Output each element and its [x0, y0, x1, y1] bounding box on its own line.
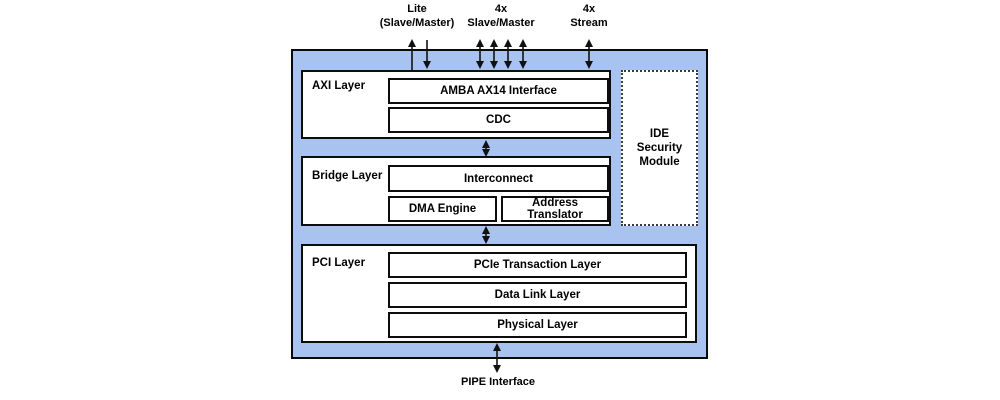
port-label-4x-stream: 4x Stream: [519, 2, 659, 30]
bridge-layer-label: Bridge Layer: [312, 170, 383, 182]
dma-engine-block: DMA Engine: [388, 196, 497, 222]
ide-line1: IDE: [649, 128, 670, 140]
ide-line3: Module: [639, 156, 680, 168]
pci-layer-label: PCI Layer: [312, 257, 366, 269]
port-4xstream-line1: 4x: [582, 3, 596, 15]
ide-line2: Security: [636, 142, 683, 154]
pipe-interface-label: PIPE Interface: [461, 376, 535, 388]
ide-security-module-box: IDE Security Module: [621, 70, 698, 226]
pcie-transaction-layer-block: PCIe Transaction Layer: [388, 252, 687, 278]
port-4xsm-line1: 4x: [494, 3, 508, 15]
port-lite-line2: (Slave/Master): [379, 17, 455, 29]
axi-layer-label: AXI Layer: [312, 80, 366, 92]
cdc-block: CDC: [388, 107, 609, 133]
port-4xstream-line2: Stream: [570, 17, 608, 29]
port-lite-line1: Lite: [407, 3, 427, 15]
data-link-layer-block: Data Link Layer: [388, 282, 687, 308]
amba-axi-interface-block: AMBA AX14 Interface: [388, 78, 609, 104]
address-translator-block: Address Translator: [501, 196, 609, 222]
interconnect-block: Interconnect: [388, 165, 609, 192]
port-label-lite: Lite (Slave/Master): [347, 2, 487, 30]
port-4xsm-line2: Slave/Master: [467, 17, 535, 29]
physical-layer-block: Physical Layer: [388, 312, 687, 338]
port-label-4x-slave-master: 4x Slave/Master: [431, 2, 571, 30]
